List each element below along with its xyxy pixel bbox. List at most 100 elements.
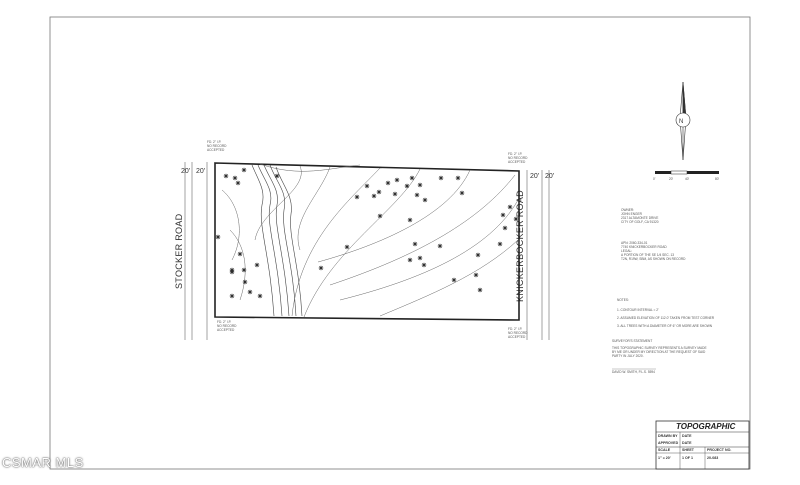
tree-icon bbox=[257, 293, 263, 299]
tree-icon bbox=[513, 216, 519, 222]
tree-icon bbox=[242, 279, 248, 285]
tree-icon bbox=[451, 277, 457, 283]
tree-icon bbox=[407, 257, 413, 263]
owner-block: OWNER: JOHN ENGER 2317 ALTAMONTE DRIVE C… bbox=[621, 208, 659, 224]
drainage-channel bbox=[251, 164, 303, 317]
tree-icon bbox=[241, 167, 247, 173]
scale-tick-2: 40' bbox=[685, 177, 690, 181]
surveyor-heading: SURVEYOR'S STATEMENT bbox=[612, 339, 652, 343]
tree-icon bbox=[247, 289, 253, 295]
owner-line-3: CITY OF GOLF, CA 91320 bbox=[621, 220, 659, 224]
tree-icon bbox=[404, 183, 410, 189]
left-road-width-2: 20' bbox=[196, 168, 205, 175]
tree-icon bbox=[502, 225, 508, 231]
scale-bar: 0' 20' 40' 80' bbox=[653, 170, 720, 181]
tree-icon bbox=[344, 244, 350, 250]
tree-icon bbox=[229, 293, 235, 299]
project-label: PROJECT NO. bbox=[707, 448, 731, 452]
tree-icon bbox=[229, 269, 235, 275]
left-road-edges bbox=[184, 162, 208, 340]
svg-text:NO RECORD: NO RECORD bbox=[207, 144, 227, 148]
tree-icon bbox=[371, 193, 377, 199]
tree-icon bbox=[223, 173, 229, 179]
notes-heading: NOTES: bbox=[617, 298, 629, 302]
north-arrow-icon: N bbox=[675, 81, 691, 161]
surveyor-line-0: THIS TOPOGRAPHIC SURVEY REPRESENTS A SUR… bbox=[612, 346, 707, 350]
tree-icon bbox=[417, 255, 423, 261]
svg-text:FD. 2" I.P.: FD. 2" I.P. bbox=[508, 152, 522, 156]
tree-icon bbox=[438, 175, 444, 181]
tree-icon bbox=[215, 234, 221, 240]
tree-icon bbox=[497, 241, 503, 247]
tree-icon bbox=[377, 213, 383, 219]
tree-icon bbox=[318, 265, 324, 271]
tree-icon bbox=[394, 177, 400, 183]
tree-icon bbox=[477, 287, 483, 293]
svg-text:ACCEPTED: ACCEPTED bbox=[217, 328, 235, 332]
sheet-value: 1 OF 1 bbox=[682, 456, 693, 460]
owner-line-1: JOHN ENGER bbox=[621, 212, 643, 216]
svg-text:NO RECORD: NO RECORD bbox=[508, 156, 528, 160]
scale-tick-3: 80' bbox=[715, 177, 720, 181]
apn-line-3: A PORTION OF THE SE 1/4 SEC. 13 bbox=[621, 253, 674, 257]
tree-icon bbox=[414, 192, 420, 198]
tree-icon bbox=[232, 175, 238, 181]
drawn-by-label: DRAWN BY bbox=[658, 434, 678, 438]
right-road-edges bbox=[526, 170, 550, 340]
tree-icon bbox=[455, 175, 461, 181]
apn-line-1: 7740 KNICKERBOCKER ROAD bbox=[621, 245, 667, 249]
tree-icon bbox=[437, 243, 443, 249]
tree-icon bbox=[376, 189, 382, 195]
tree-icon bbox=[507, 204, 513, 210]
scale-tick-0: 0' bbox=[653, 177, 656, 181]
right-road-width-1: 20' bbox=[530, 173, 539, 180]
svg-text:ACCEPTED: ACCEPTED bbox=[508, 160, 526, 164]
knickerbocker-road-label: KNICKERBOCKER ROAD bbox=[515, 190, 525, 302]
svg-text:NO RECORD: NO RECORD bbox=[217, 324, 237, 328]
apn-block: APN: 2060-334-01 7740 KNICKERBOCKER ROAD… bbox=[621, 241, 686, 261]
sheet-border bbox=[49, 16, 751, 470]
date-label-2: DATE bbox=[682, 441, 692, 445]
surveyor-line-1: BY ME OR UNDER MY DIRECTION AT THE REQUE… bbox=[612, 350, 706, 354]
stocker-road-label: STOCKER ROAD bbox=[174, 213, 184, 289]
tree-icon bbox=[407, 217, 413, 223]
contour-lines bbox=[221, 163, 519, 318]
scale-value: 1" = 20' bbox=[658, 456, 671, 460]
surveyor-statement: SURVEYOR'S STATEMENT THIS TOPOGRAPHIC SU… bbox=[612, 339, 707, 374]
notes-block: NOTES: 1. CONTOUR INTERVAL = 2' 2. ASSUM… bbox=[617, 298, 715, 328]
tree-icon bbox=[354, 194, 360, 200]
surveyor-signature: DAVID W. SMITH, P.L.S. 5594 bbox=[612, 370, 655, 374]
tree-icon bbox=[254, 262, 260, 268]
project-value: 20-083 bbox=[707, 456, 718, 460]
tree-icon bbox=[417, 182, 423, 188]
note-1: 1. CONTOUR INTERVAL = 2' bbox=[617, 308, 659, 312]
corner-notes: FD. 2" I.P. NO RECORD ACCEPTED FD. 2" I.… bbox=[207, 140, 528, 339]
mls-watermark: CSMAR MLS bbox=[2, 455, 84, 470]
tree-icon bbox=[364, 183, 370, 189]
tree-symbols bbox=[215, 167, 519, 299]
left-road-width-1: 20' bbox=[181, 168, 190, 175]
tree-icon bbox=[235, 180, 241, 186]
apn-line-0: APN: 2060-334-01 bbox=[621, 241, 648, 245]
tree-icon bbox=[421, 262, 427, 268]
tree-icon bbox=[412, 241, 418, 247]
tree-icon bbox=[475, 252, 481, 258]
date-label: DATE bbox=[682, 434, 692, 438]
svg-text:FD. 2" I.P.: FD. 2" I.P. bbox=[508, 327, 522, 331]
svg-text:ACCEPTED: ACCEPTED bbox=[207, 148, 225, 152]
svg-text:N: N bbox=[679, 119, 683, 125]
apn-line-2: LEGAL: bbox=[621, 249, 632, 253]
note-2: 2. ASSUMED ELEVATION OF 112.0' TAKEN FRO… bbox=[617, 316, 715, 320]
tree-icon bbox=[409, 175, 415, 181]
note-3: 3. ALL TREES WITH A DIAMETER OF 6" OR MO… bbox=[617, 324, 713, 328]
tree-icon bbox=[422, 197, 428, 203]
lot-boundary bbox=[214, 162, 520, 321]
owner-line-2: 2317 ALTAMONTE DRIVE bbox=[621, 216, 658, 220]
svg-text:FD. 2" I.P.: FD. 2" I.P. bbox=[217, 320, 231, 324]
tree-icon bbox=[241, 267, 247, 273]
approved-label: APPROVED bbox=[658, 441, 679, 445]
tree-icon bbox=[459, 190, 465, 196]
tree-icon bbox=[500, 212, 506, 218]
tree-icon bbox=[274, 173, 280, 179]
